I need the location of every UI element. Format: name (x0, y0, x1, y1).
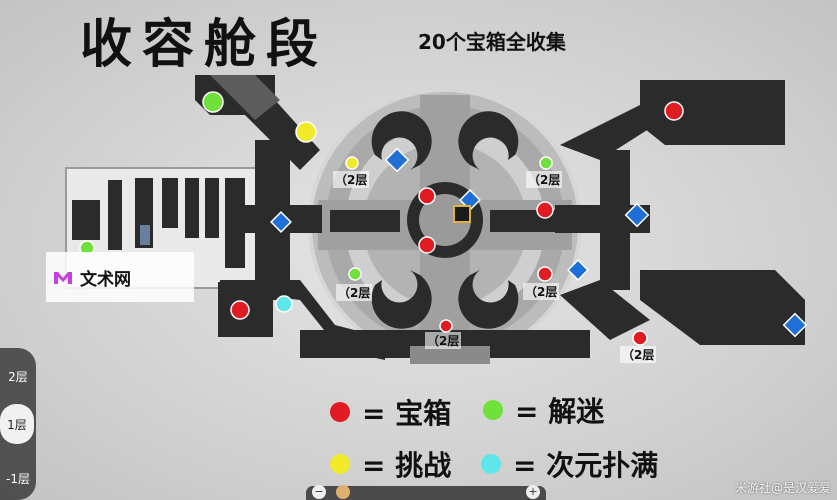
zoom-handle[interactable] (336, 485, 350, 499)
page-title: 收容舱段 (80, 15, 329, 75)
challenge-marker (295, 121, 317, 143)
puzzle-markers (79, 91, 553, 281)
legend-challenge-label: = 挑战 (362, 449, 452, 482)
floor-label: （2层 (620, 346, 657, 363)
legend-challenge: = 挑战 (330, 444, 451, 484)
author-credit: 米游社@是汉爱爱 (734, 481, 831, 495)
floor-label: （2层 (333, 171, 370, 188)
space-anchor-icon (624, 202, 650, 228)
teleport-anchor-icon (453, 205, 471, 223)
zoom-plus-icon[interactable]: + (526, 485, 540, 499)
dimension-bank-marker (275, 295, 293, 313)
floor-label: （2层 (336, 284, 373, 301)
floor-switcher: 2层 1层 -1层 (0, 348, 36, 500)
space-anchor-icon (782, 312, 808, 338)
zoom-slider[interactable]: − + (306, 485, 546, 500)
watermark-logo-icon (54, 272, 72, 284)
challenge-marker (345, 156, 359, 170)
floor-label: （2层 (523, 283, 560, 300)
chest-marker (230, 300, 250, 320)
space-anchor-icon (270, 211, 292, 233)
chest-marker (439, 319, 453, 333)
dimension-bank-markers (275, 295, 293, 313)
space-anchor-icon (384, 147, 410, 173)
chest-marker (418, 187, 436, 205)
floor-button-2[interactable]: 2层 (8, 369, 28, 384)
watermark-text: 文术网 (80, 269, 131, 290)
legend-dimension-bank: = 次元扑满 (481, 444, 658, 484)
chest-marker (536, 201, 554, 219)
puzzle-marker (348, 267, 362, 281)
anchor-icons (270, 147, 808, 338)
space-anchor-icon (459, 189, 481, 211)
floor-button-minus-1[interactable]: -1层 (6, 471, 30, 486)
floor-label: （2层 (425, 332, 462, 349)
puzzle-legend-icon (483, 400, 503, 420)
legend-chest: = 宝箱 (330, 392, 451, 432)
legend-puzzle: = 解迷 (483, 390, 604, 430)
challenge-markers (295, 121, 359, 170)
puzzle-marker (539, 156, 553, 170)
floor-label: （2层 (526, 171, 563, 188)
chest-legend-icon (330, 402, 350, 422)
page-subtitle: 20个宝箱全收集 (418, 30, 566, 54)
watermark: 文术网 (46, 252, 194, 302)
chest-marker (632, 330, 648, 346)
zoom-minus-icon[interactable]: − (312, 485, 326, 499)
puzzle-marker (202, 91, 224, 113)
chest-markers (230, 101, 684, 346)
floor-button-1[interactable]: 1层 (0, 404, 34, 444)
chest-marker (418, 236, 436, 254)
chest-marker (537, 266, 553, 282)
dimension-bank-legend-icon (481, 454, 501, 474)
challenge-legend-icon (330, 454, 350, 474)
legend-chest-label: = 宝箱 (362, 397, 452, 430)
space-anchor-icon (567, 259, 589, 281)
legend-dimension-bank-label: = 次元扑满 (513, 449, 659, 482)
legend-puzzle-label: = 解迷 (515, 395, 605, 428)
chest-marker (664, 101, 684, 121)
